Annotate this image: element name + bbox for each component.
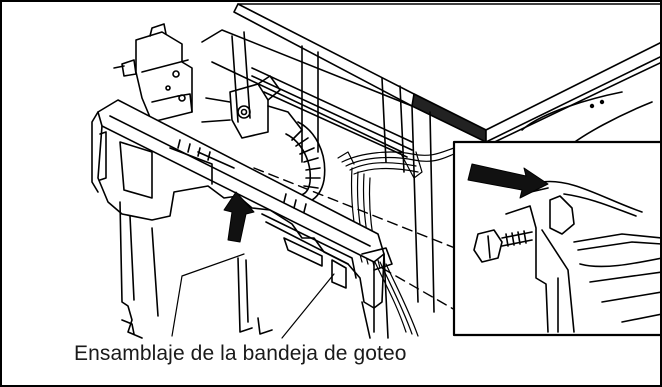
valve-assembly — [178, 75, 303, 139]
left-mounting-bracket — [113, 23, 193, 123]
lift-arrow — [223, 191, 255, 243]
detail-inset — [452, 140, 660, 337]
caption-leaders — [171, 253, 335, 339]
drip-tray — [91, 99, 393, 339]
tray-supports — [119, 201, 273, 339]
cabinet-top-panel — [233, 3, 660, 163]
alignment-dashes — [253, 167, 463, 315]
drip-tray-assembly-label: Ensamblaje de la bandeja de goteo — [74, 342, 407, 365]
